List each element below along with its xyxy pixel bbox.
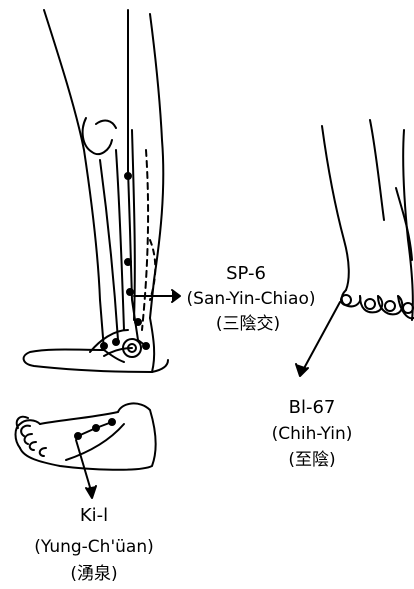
sp6-romanized-label: (San-Yin-Chiao) xyxy=(176,289,326,309)
bl67-code-label: Bl-67 xyxy=(268,398,356,418)
sp6-pointer-arrow xyxy=(134,290,180,302)
sp6-chinese-label: (三陰交) xyxy=(204,314,292,334)
spleen-meridian-line xyxy=(101,10,149,349)
lateral-foot-drawing xyxy=(322,120,414,320)
sole-of-foot-drawing xyxy=(16,403,156,469)
lower-leg-drawing xyxy=(24,10,168,372)
bl67-pointer-arrow xyxy=(296,302,340,376)
ki1-romanized-label: (Yung-Ch'üan) xyxy=(14,537,174,557)
bl67-romanized-label: (Chih-Yin) xyxy=(252,424,372,444)
sp6-code-label: SP-6 xyxy=(202,264,290,284)
ki1-code-label: Ki-l xyxy=(50,506,138,526)
ki1-chinese-label: (湧泉) xyxy=(50,564,138,584)
bl67-chinese-label: (至陰) xyxy=(268,450,356,470)
